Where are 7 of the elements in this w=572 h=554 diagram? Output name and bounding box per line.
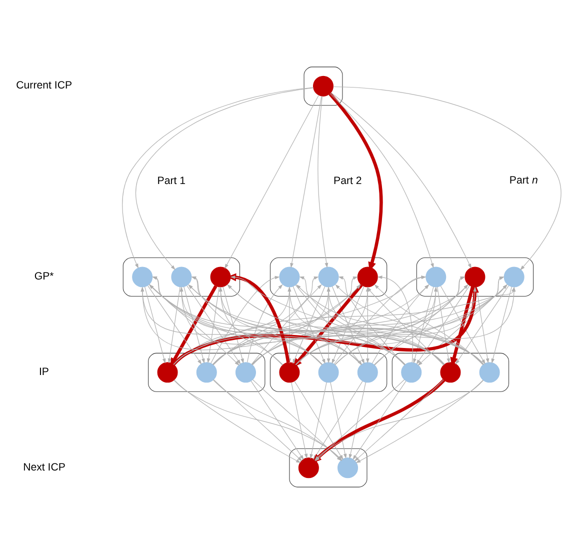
label: IP [38,366,50,378]
label: Part 2 [334,175,362,188]
label: GP* [34,270,54,283]
label: Part n [509,174,538,186]
label: Next ICP [23,461,66,474]
label: Current ICP [16,80,72,92]
label: Part 1 [157,175,186,188]
